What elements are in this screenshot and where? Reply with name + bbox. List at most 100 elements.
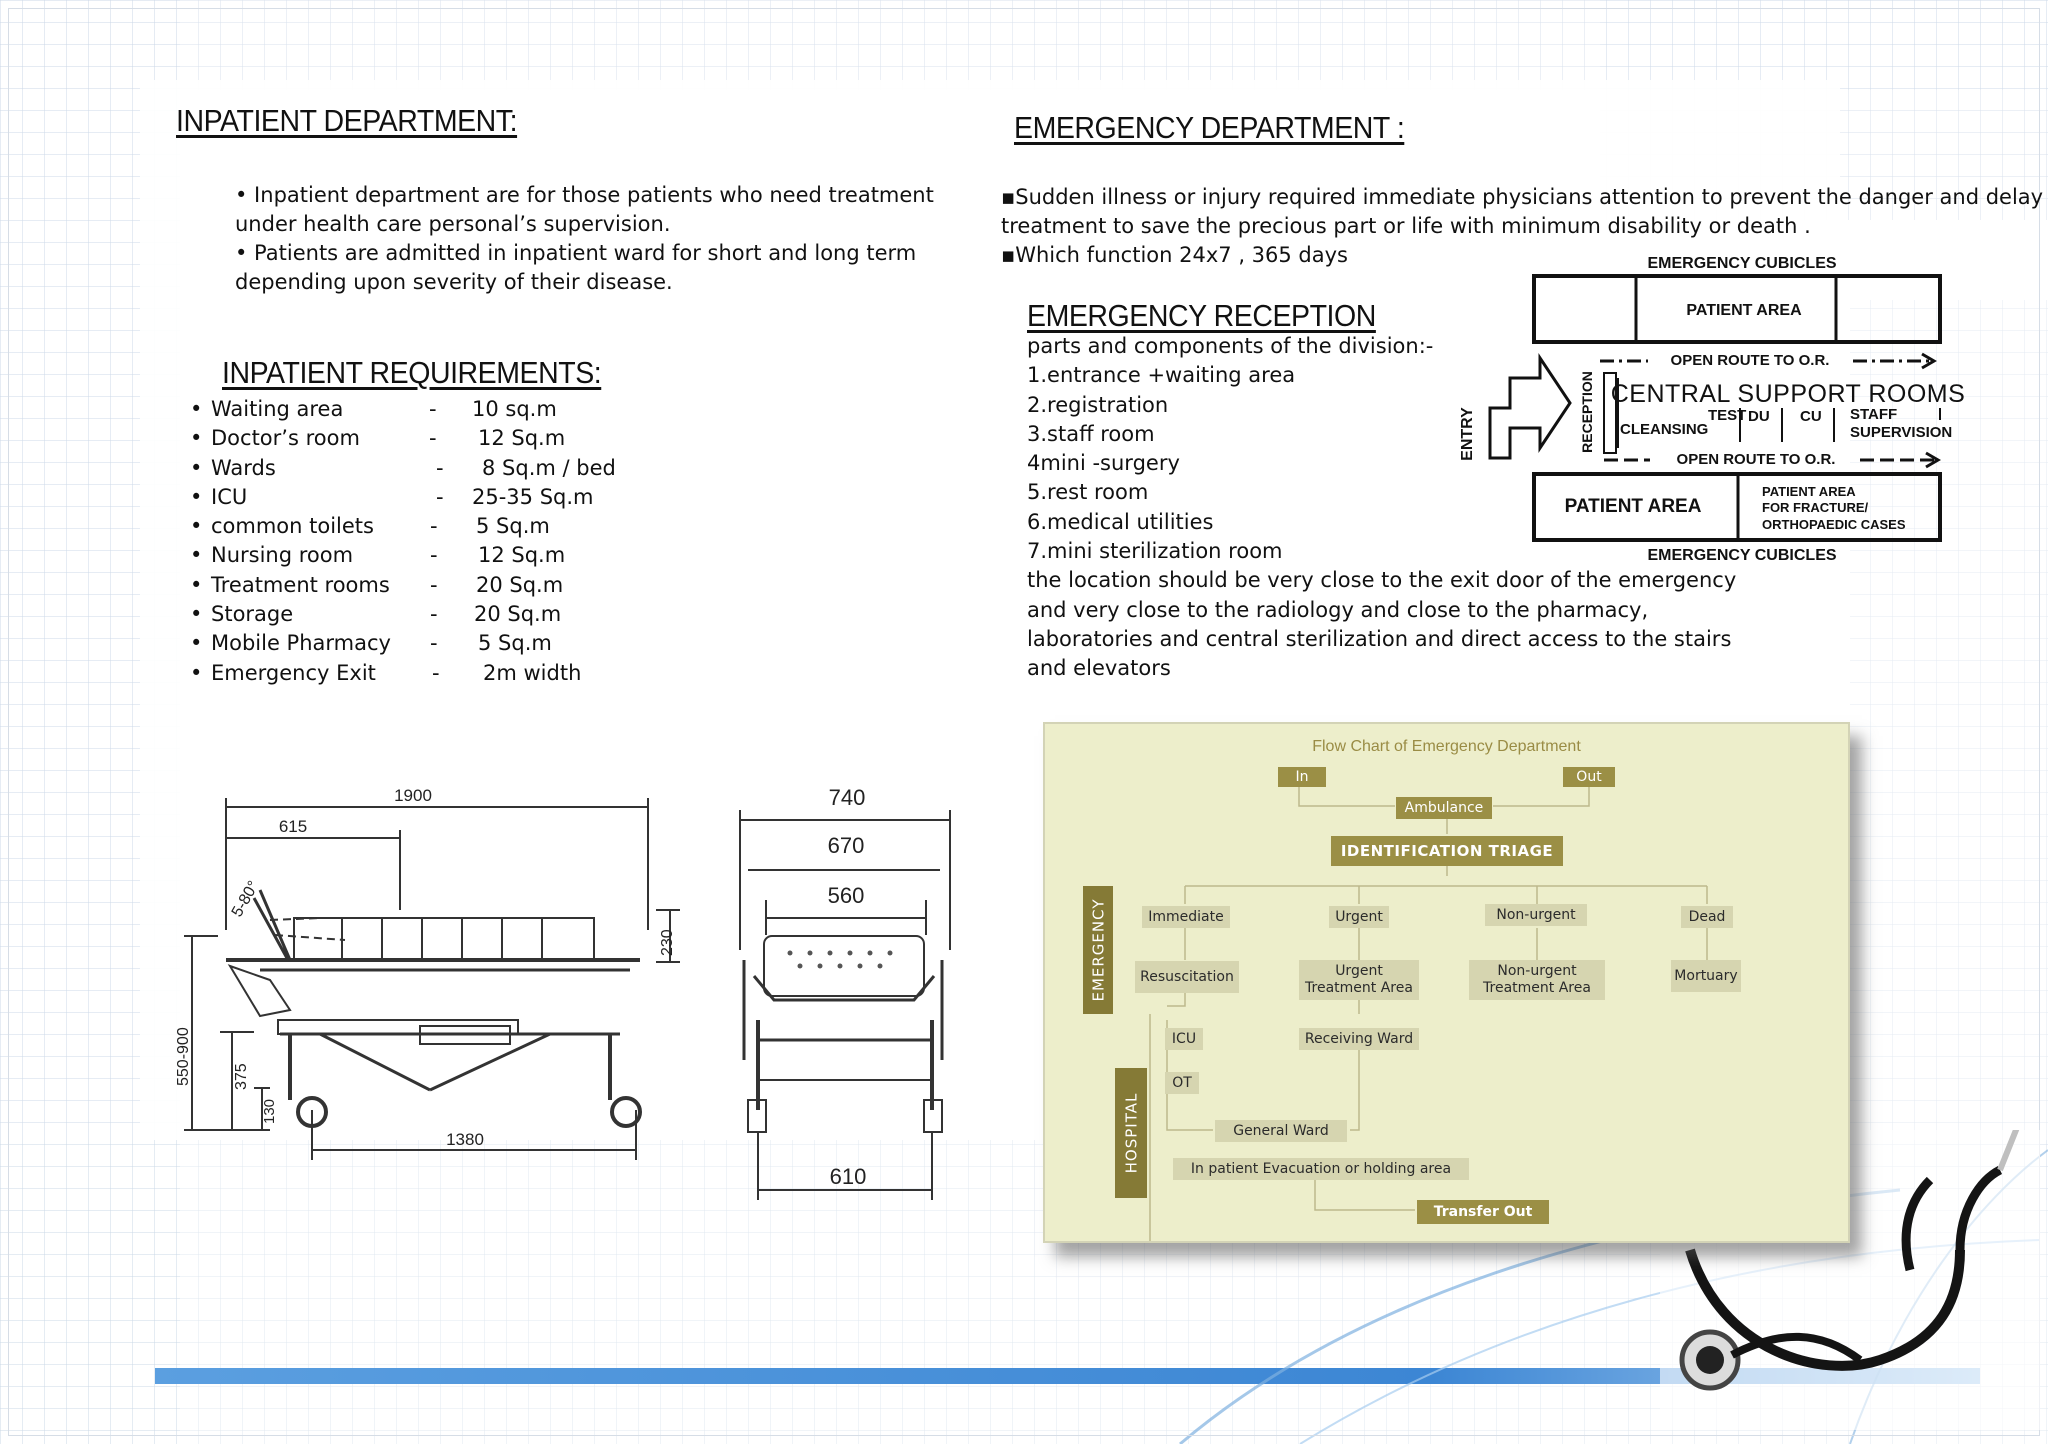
bullet: • (190, 660, 203, 685)
reception-list: parts and components of the division:- 1… (1027, 332, 1736, 684)
requirement-name: Mobile Pharmacy (211, 631, 391, 656)
requirement-name: Emergency Exit (211, 660, 376, 685)
requirement-value: 12 Sq.m (478, 426, 566, 451)
bullet: • (190, 426, 203, 451)
cu-label: CU (1800, 408, 1822, 425)
requirement-dash: - (430, 602, 438, 627)
cubicles-bottom-label: EMERGENCY CUBICLES (1647, 547, 1836, 564)
reception-line: 7.mini sterilization room (1027, 539, 1283, 564)
dim-130: 130 (261, 1099, 278, 1124)
emergency-line-1: ▪Sudden illness or injury required immed… (1001, 185, 2048, 209)
flow-receiving-ward: Receiving Ward (1299, 1028, 1419, 1050)
requirement-value: 25-35 Sq.m (472, 484, 594, 509)
requirement-dash: - (430, 631, 438, 656)
blue-accent-bar (155, 1368, 1980, 1384)
requirement-value: 5 Sq.m (476, 514, 550, 539)
bullet: • (190, 484, 203, 509)
emergency-vertical-text: EMERGENCY (1089, 898, 1108, 1002)
page-frame (8, 8, 2040, 1436)
fracture-line-3: ORTHOPAEDIC CASES (1762, 517, 1906, 532)
emergency-line-2: treatment to save the precious part or l… (1001, 214, 1811, 238)
cubicles-top-label: EMERGENCY CUBICLES (1647, 255, 1836, 272)
dim-375: 375 (233, 1063, 250, 1090)
non-urgent-treatment-line-1: Non-urgent (1497, 963, 1577, 979)
dim-230: 230 (659, 929, 676, 956)
inpatient-line-3: • Patients are admitted in inpatient war… (235, 241, 917, 265)
reception-line: 1.entrance +waiting area (1027, 363, 1296, 388)
requirement-dash: - (436, 455, 444, 480)
flow-ot: OT (1165, 1072, 1199, 1094)
flow-urgent: Urgent (1329, 906, 1389, 928)
flow-transfer-out: Transfer Out (1417, 1200, 1549, 1224)
urgent-treatment-line-1: Urgent (1335, 963, 1383, 979)
requirement-value: 5 Sq.m (478, 631, 552, 656)
requirement-value: 2m width (483, 660, 582, 685)
hospital-vertical-text: HOSPITAL (1122, 1092, 1141, 1174)
open-route-bottom: OPEN ROUTE TO O.R. (1677, 451, 1836, 468)
requirement-name: common toilets (211, 514, 374, 539)
requirement-dash: - (430, 543, 438, 568)
requirement-name: Doctor’s room (211, 426, 360, 451)
patient-area-bottom: PATIENT AREA (1565, 496, 1702, 517)
reception-line: laboratories and central sterilization a… (1027, 626, 1732, 651)
requirement-value: 10 sq.m (472, 397, 557, 421)
reception-line: parts and components of the division:- (1027, 334, 1434, 358)
inpatient-line-1: • Inpatient department are for those pat… (235, 183, 934, 207)
flowchart-title: Flow Chart of Emergency Department (1312, 738, 1581, 755)
inpatient-heading: INPATIENT DEPARTMENT: (176, 103, 518, 138)
hospital-vertical-label: HOSPITAL (1115, 1068, 1147, 1198)
reception-vertical: RECEPTION (1579, 371, 1595, 453)
fracture-line-2: FOR FRACTURE/ (1762, 500, 1869, 515)
emergency-heading: EMERGENCY DEPARTMENT : (1014, 110, 1405, 145)
requirement-dash: - (429, 426, 437, 451)
requirement-value: 20 Sq.m (476, 572, 564, 597)
flow-triage: IDENTIFICATION TRIAGE (1331, 836, 1563, 866)
reception-line: 3.staff room (1027, 421, 1155, 446)
requirement-value: 8 Sq.m / bed (482, 455, 616, 480)
inpatient-line-4: depending upon severity of their disease… (235, 270, 673, 294)
requirement-name: Nursing room (211, 543, 354, 568)
urgent-treatment-line-2: Treatment Area (1305, 980, 1413, 996)
emergency-flowchart: Flow Chart of Emergency Department In Ou… (1043, 722, 1850, 1243)
central-support-label: CENTRAL SUPPORT ROOMS (1611, 380, 1966, 408)
bullet: • (190, 397, 203, 421)
reception-line: 5.rest room (1027, 480, 1149, 505)
bullet: • (190, 543, 203, 568)
requirement-dash: - (436, 484, 444, 509)
requirement-name: Treatment rooms (211, 572, 390, 597)
flowchart-connectors (1149, 786, 1708, 1241)
emergency-line-3: ▪Which function 24x7 , 365 days (1001, 243, 1348, 267)
requirement-dash: - (430, 514, 438, 539)
emergency-description: ▪Sudden illness or injury required immed… (1001, 183, 2048, 270)
requirement-value: 20 Sq.m (474, 602, 562, 627)
flow-immediate: Immediate (1142, 906, 1230, 928)
bullet: • (190, 631, 203, 656)
flow-in: In (1278, 767, 1326, 787)
dim-560: 560 (828, 883, 865, 908)
open-route-top: OPEN ROUTE TO O.R. (1671, 352, 1830, 369)
dim-1900: 1900 (394, 786, 432, 805)
reception-line: the location should be very close to the… (1027, 568, 1737, 593)
bullet: • (190, 572, 203, 597)
flow-resuscitation: Resuscitation (1135, 961, 1239, 993)
flow-ambulance: Ambulance (1396, 797, 1492, 819)
dim-615: 615 (279, 817, 307, 836)
du-label: DU (1748, 408, 1770, 425)
inpatient-description: • Inpatient department are for those pat… (235, 181, 935, 297)
requirement-name: Wards (211, 455, 276, 480)
emergency-layout-diagram: EMERGENCY CUBICLES PATIENT AREA OPEN ROU… (1459, 255, 1966, 564)
flow-dead: Dead (1681, 906, 1733, 928)
reception-line: and elevators (1027, 656, 1171, 681)
entry-arrow (1488, 353, 1572, 460)
requirement-name: Storage (211, 602, 294, 627)
test-label: TEST (1708, 407, 1746, 424)
cleansing-label: CLEANSING (1620, 421, 1708, 438)
inpatient-line-2: under health care personal’s supervision… (235, 212, 671, 236)
flow-general-ward: General Ward (1215, 1120, 1347, 1142)
supervision-label: SUPERVISION (1850, 424, 1952, 441)
requirement-dash: - (429, 397, 437, 421)
dim-610: 610 (830, 1164, 867, 1189)
staff-label: STAFF (1850, 406, 1897, 423)
